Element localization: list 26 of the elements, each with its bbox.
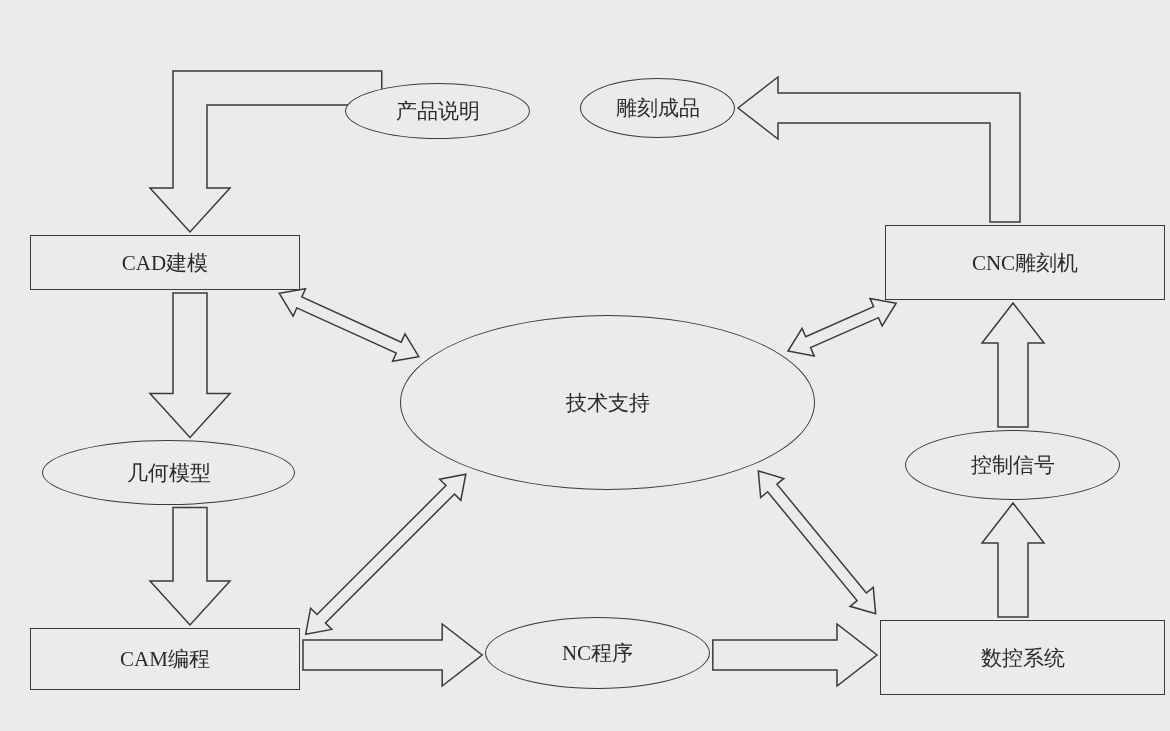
node-label: 技术支持 (565, 389, 650, 417)
node-label: CNC雕刻机 (971, 249, 1079, 277)
block-arrow (302, 622, 484, 688)
process-box (30, 235, 300, 290)
process-box (30, 628, 300, 690)
block-arrow (980, 501, 1046, 618)
node-label: 雕刻成品 (615, 95, 700, 122)
process-box (880, 620, 1165, 695)
block-arrow (148, 506, 232, 627)
node-label: 数控系统 (980, 644, 1065, 672)
block-arrow (736, 75, 1021, 223)
process-box (885, 225, 1165, 300)
block-arrow (148, 292, 232, 439)
node-label: 几何模型 (126, 459, 211, 487)
block-arrow (980, 301, 1046, 428)
block-arrow (712, 622, 879, 688)
block-arrow (148, 70, 383, 234)
double-arrow (786, 297, 898, 357)
node-label: 控制信号 (970, 452, 1055, 479)
double-arrow (304, 473, 467, 636)
double-arrow (757, 469, 877, 615)
node-label: NC程序 (561, 640, 634, 667)
node-label: 产品说明 (395, 98, 480, 125)
node-label: CAM编程 (120, 646, 210, 673)
node-label: CAD建模 (121, 249, 209, 277)
double-arrow (278, 287, 420, 363)
